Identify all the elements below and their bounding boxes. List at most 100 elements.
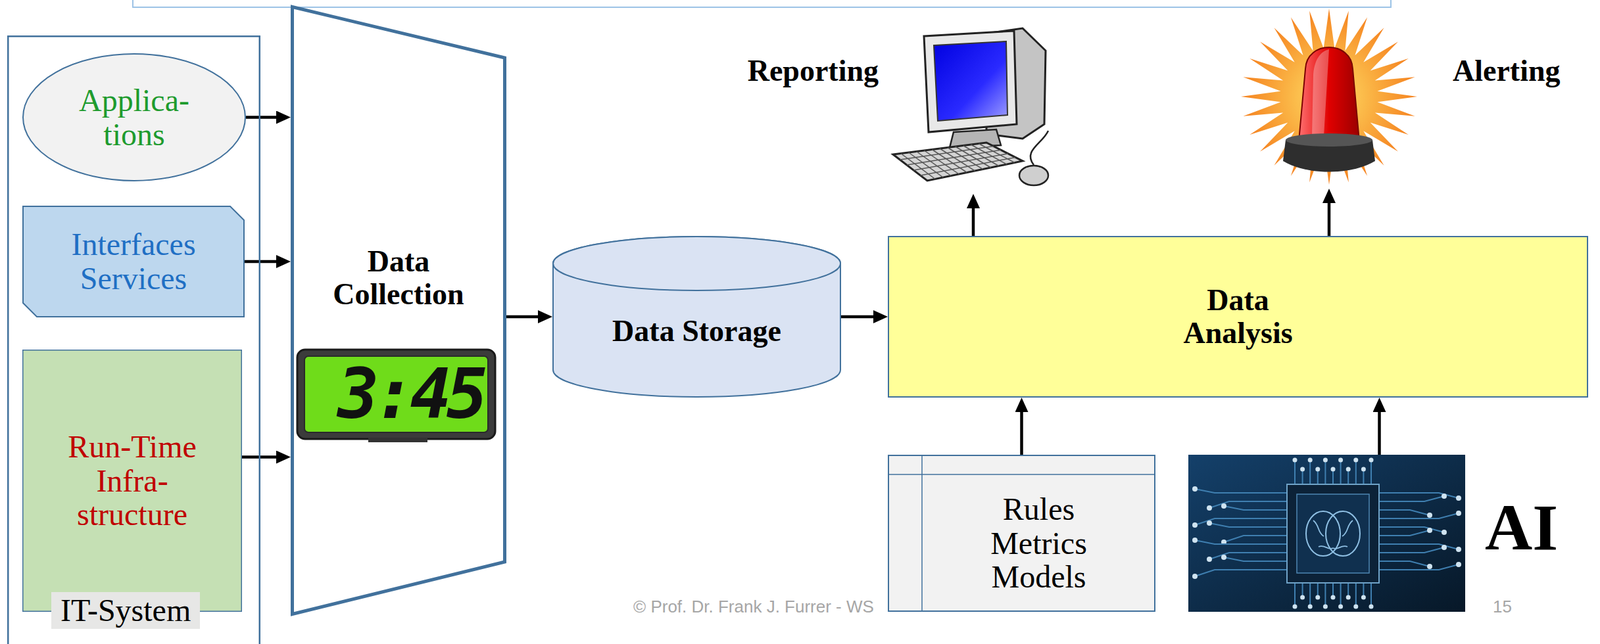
rules-table: Rules Metrics Models <box>887 455 1156 613</box>
drawing-part <box>1379 544 1459 550</box>
drawing-part <box>921 455 923 613</box>
flow-arrow <box>1377 404 1382 456</box>
flow-arrow <box>244 260 285 264</box>
drawing-part <box>939 148 976 171</box>
collection-trapezoid-outline <box>290 5 507 617</box>
clock-display <box>304 356 488 433</box>
drawing-part <box>1370 583 1372 607</box>
drawing-part <box>1325 511 1360 557</box>
drawing-part <box>1331 467 1336 473</box>
drawing-part <box>1192 537 1198 544</box>
drawing-part <box>1346 467 1351 473</box>
drawing-part <box>1427 512 1433 519</box>
drawing-part <box>553 236 841 398</box>
drawing-part <box>1379 510 1430 516</box>
drawing-part <box>1455 510 1462 517</box>
drawing-part <box>1338 605 1343 610</box>
drawing-part <box>923 30 1017 133</box>
drawing-part <box>1441 545 1447 551</box>
node-label: Run-Time Infra- structure <box>53 430 212 533</box>
drawing-part <box>1338 458 1343 463</box>
node-label: Alerting <box>1452 54 1561 88</box>
drawing-part <box>1292 458 1298 463</box>
node-label: Applica- tions <box>68 83 200 152</box>
drawing-part <box>1209 523 1287 528</box>
node-label: AI <box>1484 492 1558 564</box>
drawing-part <box>1292 605 1298 610</box>
drawing-part <box>1313 520 1353 550</box>
ai-chip-outline <box>1188 455 1466 613</box>
drawing-part <box>1441 493 1447 500</box>
drawing-part <box>553 236 841 291</box>
flow-arrow <box>506 315 546 319</box>
drawing-part <box>1379 493 1459 499</box>
drawing-part <box>7 36 260 644</box>
ai-chip: AI <box>1188 455 1466 613</box>
clock-housing <box>297 349 496 440</box>
drawing-part <box>1223 557 1287 562</box>
drawing-part <box>1209 501 1287 509</box>
drawing-part <box>1306 511 1341 557</box>
drawing-part <box>1455 547 1462 553</box>
drawing-part <box>1361 467 1366 473</box>
drawing-part <box>1346 595 1351 601</box>
flow-arrow <box>971 200 976 237</box>
drawing-part <box>933 41 1008 122</box>
clock-digits: 3:45 <box>304 356 488 433</box>
title-band <box>132 0 1391 8</box>
drawing-part <box>1369 458 1374 463</box>
reporting-computer: Reporting <box>887 25 1059 194</box>
drawing-part <box>1192 486 1198 492</box>
drawing-part <box>1379 513 1459 519</box>
drawing-part <box>1379 564 1459 571</box>
flow-arrow <box>1327 195 1332 237</box>
drawing-part <box>1221 503 1227 510</box>
drawing-part <box>1194 570 1287 577</box>
drawing-part <box>1361 595 1366 601</box>
drawing-part <box>1379 496 1445 502</box>
drawing-part <box>963 145 999 167</box>
drawing-part <box>1455 495 1462 502</box>
drawing-part <box>1315 467 1320 473</box>
drawing-part <box>1323 605 1328 610</box>
drawing-part <box>1370 460 1372 485</box>
application-ellipse: Applica- tions <box>22 53 246 182</box>
drawing-part <box>1300 467 1305 473</box>
drawing-part <box>1300 595 1305 601</box>
drawing-part <box>916 151 952 177</box>
node-label: Data Collection <box>319 245 478 311</box>
drawing-part <box>1427 564 1433 570</box>
node-label: Interfaces Services <box>51 227 216 296</box>
drawing-part <box>1188 455 1466 613</box>
drawing-part <box>1427 528 1433 534</box>
drawing-part <box>947 147 984 170</box>
infrastructure-box: Run-Time Infra- structure <box>22 349 243 613</box>
drawing-part <box>978 144 1015 164</box>
drawing-part <box>1355 583 1357 607</box>
drawing-part <box>1455 562 1462 568</box>
drawing-part <box>23 350 243 613</box>
drawing-part <box>1221 555 1227 561</box>
drawing-part <box>923 150 959 175</box>
drawing-part <box>292 7 506 615</box>
drawing-part <box>1353 458 1358 463</box>
storage-cylinder: Data Storage <box>552 236 842 398</box>
drawing-part <box>1340 460 1342 485</box>
drawing-part <box>1209 553 1287 560</box>
drawing-part <box>1192 522 1198 529</box>
node-label: Rules Metrics Models <box>981 492 1097 595</box>
node-label: IT-System <box>51 592 200 630</box>
drawing-part <box>1379 547 1445 554</box>
drawing-part <box>1309 460 1311 485</box>
drawing-part <box>1379 530 1430 536</box>
drawing-part <box>1379 527 1445 533</box>
drawing-part <box>887 474 1156 476</box>
drawing-part <box>1369 605 1374 610</box>
drawing-part <box>1206 557 1213 563</box>
drawing-part <box>1194 518 1287 526</box>
collection-trapezoid: Data Collection <box>290 5 507 617</box>
drawing-part <box>1355 460 1357 485</box>
drawing-part <box>1315 595 1320 601</box>
